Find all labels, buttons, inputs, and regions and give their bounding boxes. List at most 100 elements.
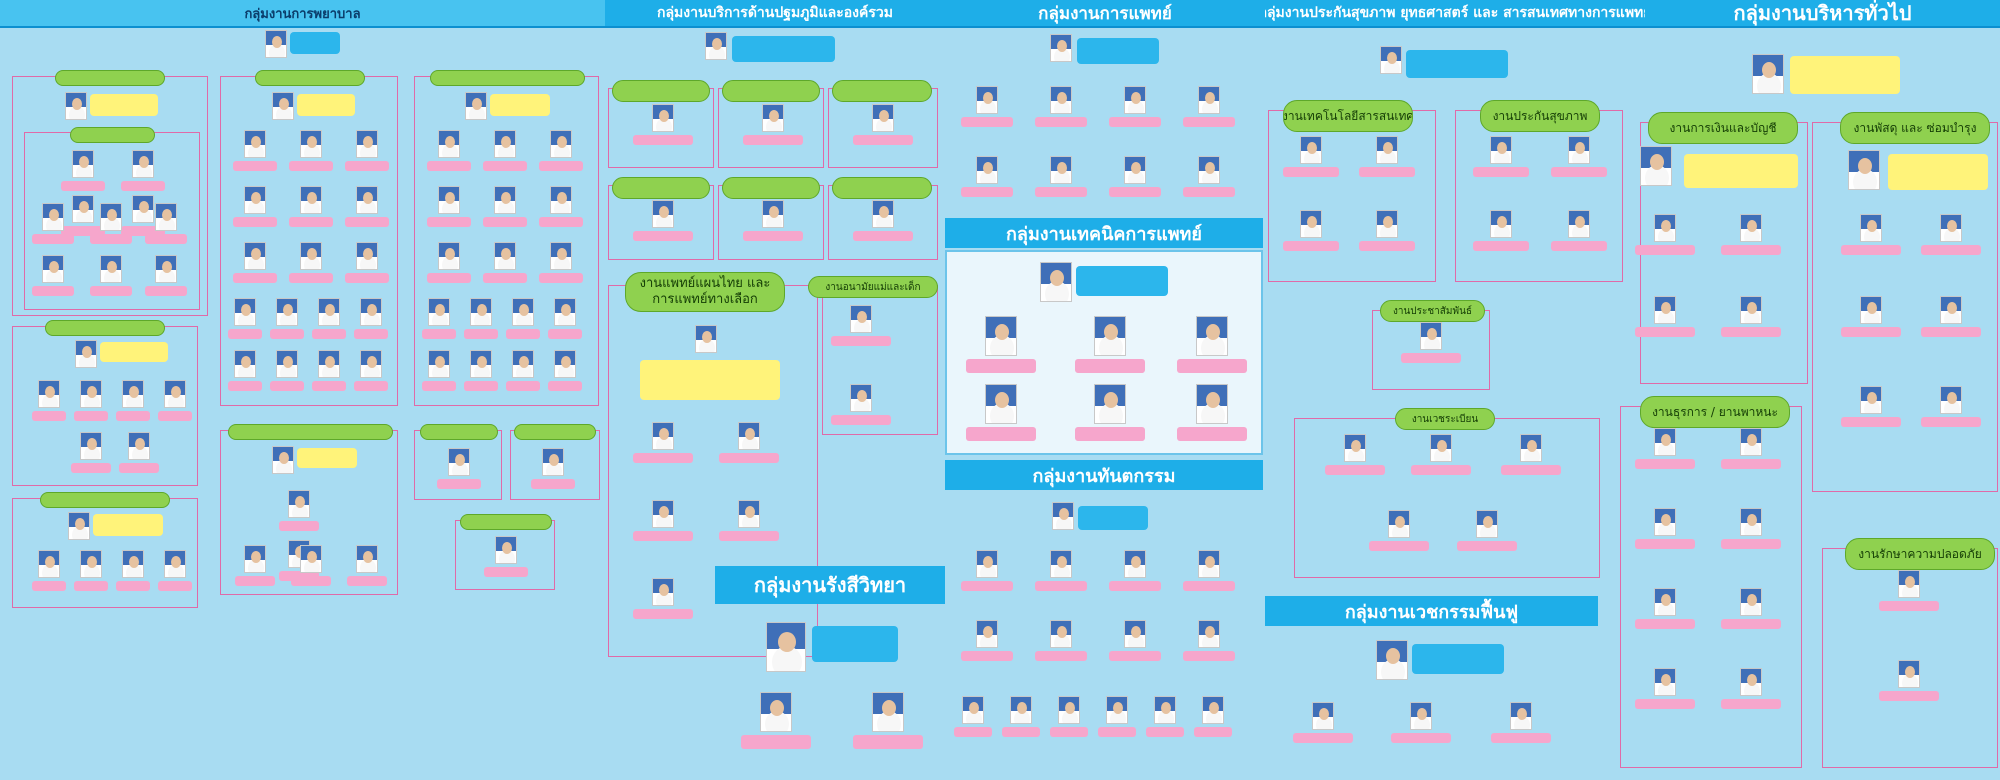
person-photo: [976, 86, 998, 114]
person-photo: [652, 578, 674, 606]
name-tag: [1183, 651, 1235, 661]
name-tag: [1002, 727, 1040, 737]
title-note: [1406, 50, 1508, 78]
person-photo: [100, 203, 122, 231]
name-tag: [464, 381, 498, 391]
person-photo: [300, 130, 322, 158]
name-tag: [312, 381, 346, 391]
person-photo: [766, 622, 806, 672]
name-tag: [1473, 241, 1529, 251]
name-tag: [961, 581, 1013, 591]
name-tag: [531, 479, 575, 489]
person-photo: [428, 298, 450, 326]
name-tag: [1146, 727, 1184, 737]
person-photo: [762, 200, 784, 228]
name-tag: [1109, 187, 1161, 197]
person-photo: [1050, 34, 1072, 62]
name-tag: [1391, 733, 1451, 743]
unit-pill: [420, 424, 498, 440]
person-photo: [244, 242, 266, 270]
column-header-medical: กลุ่มงานการแพทย์: [945, 0, 1265, 28]
name-tag: [1721, 619, 1781, 629]
person-photo: [1094, 384, 1126, 424]
person-photo: [1740, 508, 1762, 536]
person-photo: [470, 350, 492, 378]
person-photo: [122, 380, 144, 408]
name-tag: [483, 217, 527, 227]
person-photo: [695, 325, 717, 353]
person-photo: [244, 186, 266, 214]
person-photo: [1430, 434, 1452, 462]
name-tag: [32, 234, 74, 244]
name-tag: [1293, 733, 1353, 743]
title-note: [1412, 644, 1504, 674]
person-photo: [1010, 696, 1032, 724]
person-photo: [872, 692, 904, 732]
person-photo: [438, 242, 460, 270]
name-tag: [1473, 167, 1529, 177]
person-photo: [80, 380, 102, 408]
person-photo: [652, 104, 674, 132]
name-tag: [961, 117, 1013, 127]
person-photo: [1848, 150, 1880, 190]
person-photo: [1198, 550, 1220, 578]
person-photo: [72, 150, 94, 178]
title-note: [732, 36, 835, 62]
name-tag: [1035, 117, 1087, 127]
person-photo: [276, 298, 298, 326]
unit-pill: [460, 514, 552, 530]
unit-pill: [55, 70, 165, 86]
person-photo: [550, 186, 572, 214]
title-note: [1684, 154, 1798, 188]
person-photo: [1568, 136, 1590, 164]
band-dental: กลุ่มงานทันตกรรม: [945, 460, 1263, 490]
person-photo: [438, 130, 460, 158]
name-tag: [32, 581, 66, 591]
person-photo: [100, 255, 122, 283]
person-photo: [300, 186, 322, 214]
name-tag: [853, 135, 913, 145]
name-tag: [483, 273, 527, 283]
name-tag: [427, 273, 471, 283]
name-tag: [1177, 359, 1247, 373]
person-photo: [360, 350, 382, 378]
unit-pill: [430, 70, 585, 86]
name-tag: [233, 161, 277, 171]
unit-pill: [722, 177, 820, 199]
person-photo: [1654, 668, 1676, 696]
name-tag: [1098, 727, 1136, 737]
name-tag: [831, 336, 891, 346]
name-tag: [1109, 651, 1161, 661]
person-photo: [1058, 696, 1080, 724]
person-photo: [356, 545, 378, 573]
person-photo: [1568, 210, 1590, 238]
name-tag: [32, 411, 66, 421]
person-photo: [276, 350, 298, 378]
name-tag: [719, 531, 779, 541]
person-photo: [68, 512, 90, 540]
name-tag: [74, 411, 108, 421]
column-header-insurance: กลุ่มงานประกันสุขภาพ ยุทธศาสตร์ และ สารส…: [1265, 0, 1645, 28]
person-photo: [1860, 386, 1882, 414]
title-note: [490, 94, 550, 116]
person-photo: [872, 104, 894, 132]
name-tag: [270, 329, 304, 339]
name-tag: [422, 329, 456, 339]
name-tag: [743, 231, 803, 241]
name-tag: [312, 329, 346, 339]
name-tag: [61, 181, 105, 191]
name-tag: [1359, 167, 1415, 177]
name-tag: [228, 381, 262, 391]
person-photo: [75, 340, 97, 368]
person-photo: [1410, 702, 1432, 730]
name-tag: [1635, 327, 1695, 337]
person-photo: [42, 255, 64, 283]
name-tag: [1721, 245, 1781, 255]
person-photo: [1654, 214, 1676, 242]
name-tag: [548, 381, 582, 391]
person-photo: [976, 156, 998, 184]
person-photo: [428, 350, 450, 378]
person-photo: [1740, 428, 1762, 456]
unit-pill: [70, 127, 155, 143]
title-note: [100, 342, 168, 362]
